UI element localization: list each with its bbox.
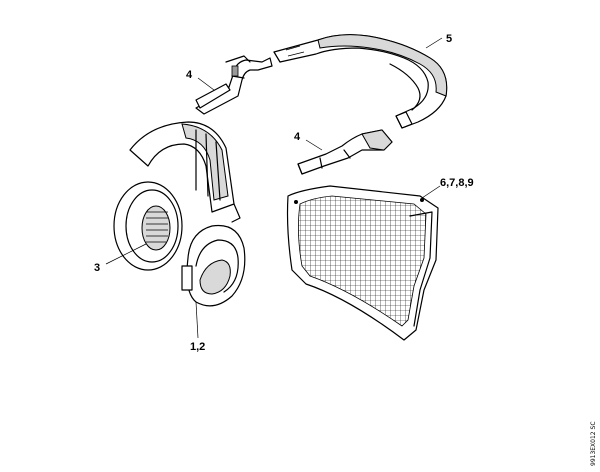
drawing-code: 9913EX012 SC xyxy=(590,421,597,466)
side-clip xyxy=(297,129,393,175)
callout-headband: 5 xyxy=(446,33,452,45)
earmuff-assembly xyxy=(113,121,246,307)
callout-mesh-visor: 6,7,8,9 xyxy=(440,177,474,189)
callout-earmuff-cup: 1,2 xyxy=(190,341,205,353)
callout-top-clip: 4 xyxy=(186,69,193,81)
callout-earmuff-ring: 3 xyxy=(94,262,100,274)
mesh-visor xyxy=(286,185,439,341)
leader-lines xyxy=(105,37,443,339)
callout-side-clip: 4 xyxy=(294,131,301,143)
top-clip xyxy=(195,55,273,115)
headband xyxy=(273,34,448,129)
